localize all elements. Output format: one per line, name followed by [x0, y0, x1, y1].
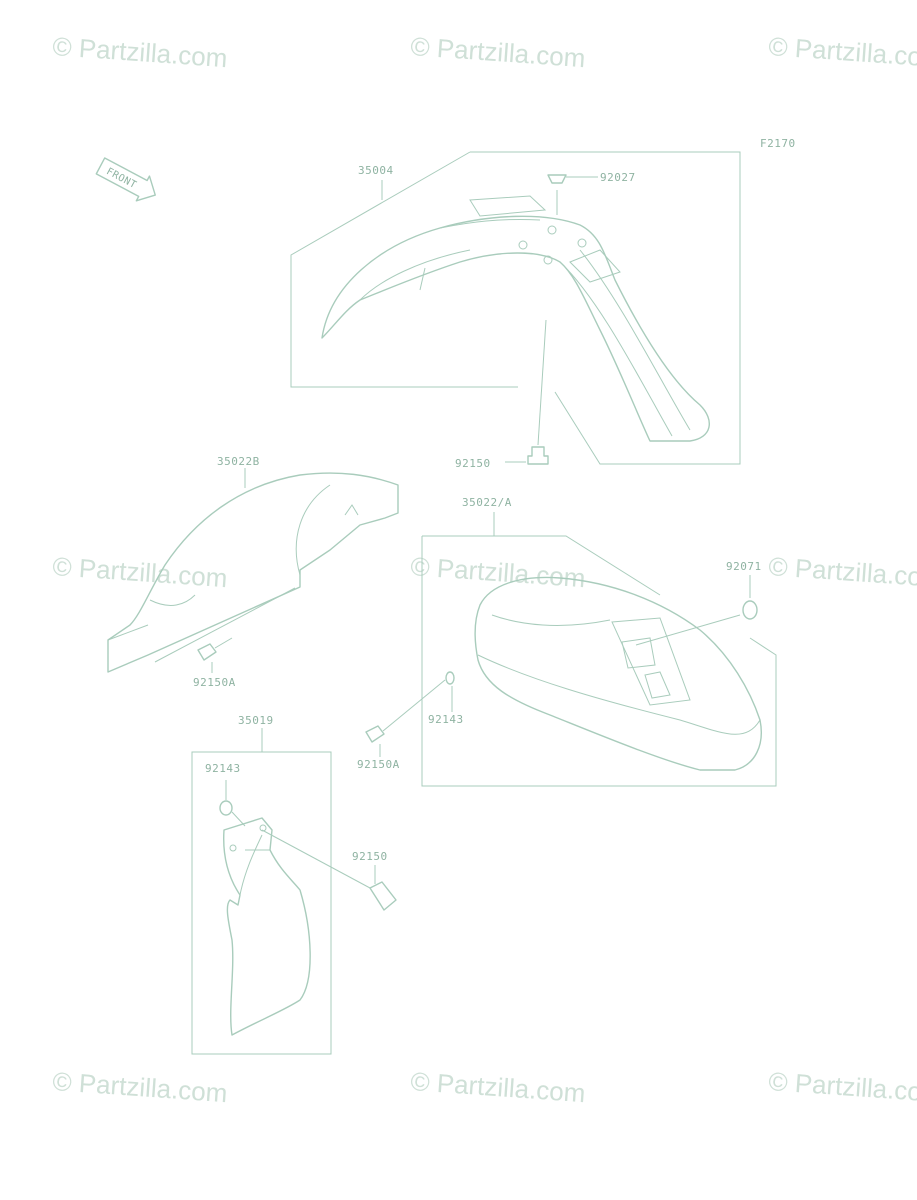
mud-flap-group	[191, 728, 397, 1055]
part-label-92143-bottom: 92143	[205, 762, 241, 775]
inner-fender-group	[107, 468, 399, 673]
figure-code: F2170	[760, 137, 796, 150]
watermarks: © Partzilla.com © Partzilla.com © Partzi…	[52, 31, 917, 1108]
front-arrow-icon: FRONT	[95, 157, 156, 202]
watermark: © Partzilla.com	[52, 1066, 229, 1108]
part-label-92150a-top: 92150A	[193, 676, 236, 689]
part-label-92027: 92027	[600, 171, 636, 184]
watermark: © Partzilla.com	[768, 1066, 917, 1108]
watermark: © Partzilla.com	[768, 31, 917, 73]
part-label-92150a-mid: 92150A	[357, 758, 400, 771]
part-label-92143-mid: 92143	[428, 713, 464, 726]
watermark: © Partzilla.com	[768, 551, 917, 593]
front-fender-group	[290, 151, 741, 465]
watermark: © Partzilla.com	[52, 551, 229, 593]
part-label-92150-bottom: 92150	[352, 850, 388, 863]
watermark: © Partzilla.com	[410, 31, 587, 73]
part-label-35022-a: 35022/A	[462, 496, 512, 509]
part-label-35019: 35019	[238, 714, 274, 727]
part-label-35022b: 35022B	[217, 455, 260, 468]
part-label-92150: 92150	[455, 457, 491, 470]
watermark: © Partzilla.com	[52, 31, 229, 73]
watermark: © Partzilla.com	[410, 1066, 587, 1108]
part-label-35004: 35004	[358, 164, 394, 177]
part-label-92071: 92071	[726, 560, 762, 573]
rear-fender-group	[365, 512, 777, 787]
